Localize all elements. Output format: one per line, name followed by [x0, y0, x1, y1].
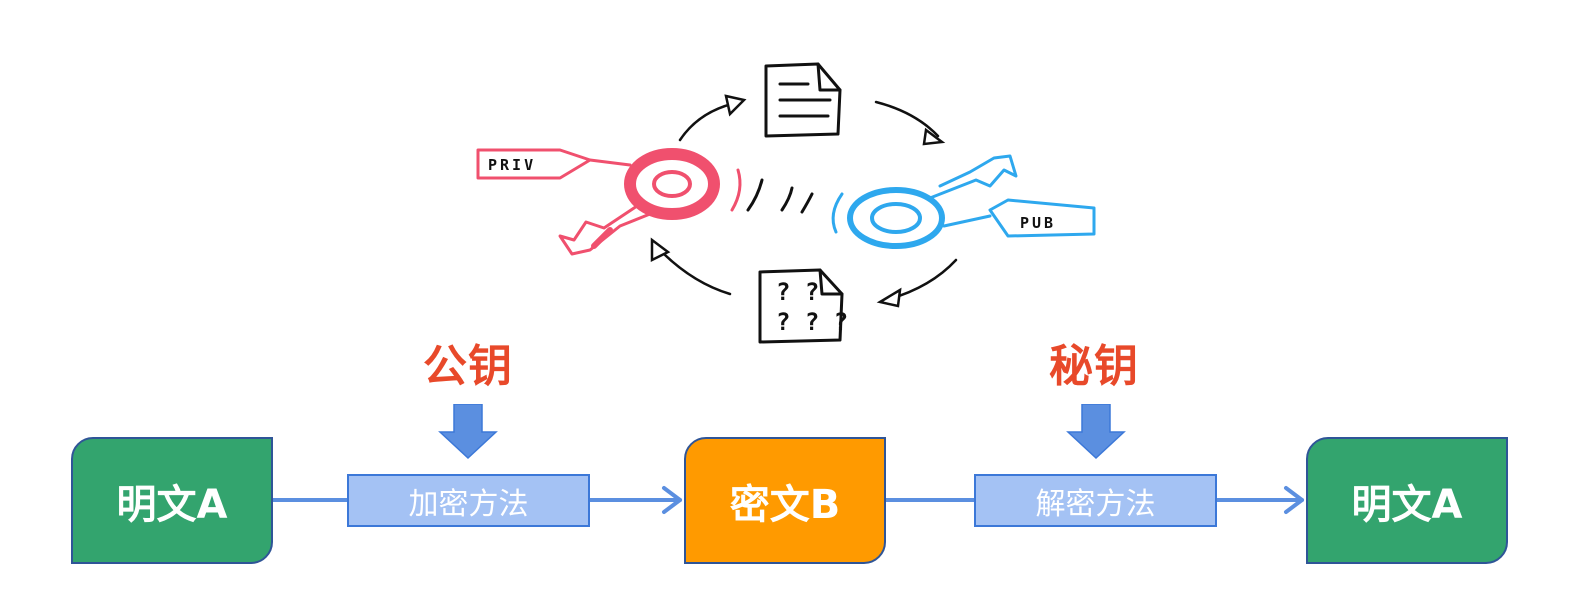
transmission-marks [746, 178, 814, 214]
key-cycle-illustration: ? ? ? ? ? PRIV PUB [476, 62, 1096, 344]
cipher-document-icon [758, 268, 844, 344]
ciphertext-label: 密文B [729, 481, 841, 528]
private-key-icon [476, 148, 742, 256]
cipher-marks-row2: ? ? ? [776, 308, 848, 336]
ciphertext-box: 密文B [684, 437, 886, 564]
public-key-icon [831, 154, 1096, 249]
document-icon [764, 62, 842, 138]
plaintext-right-box: 明文A [1306, 437, 1508, 564]
priv-tag: PRIV [488, 156, 536, 174]
encrypt-method-label: 加密方法 [408, 486, 529, 522]
cycle-arrow-icon [650, 94, 958, 308]
decrypt-method-label: 解密方法 [1035, 486, 1156, 522]
encrypt-method-box: 加密方法 [347, 474, 590, 527]
plaintext-left-label: 明文A [116, 481, 228, 528]
plaintext-left-box: 明文A [71, 437, 273, 564]
pub-tag: PUB [1020, 214, 1056, 232]
plaintext-right-label: 明文A [1351, 481, 1463, 528]
down-arrow-icon [438, 404, 498, 460]
down-arrow-icon [1066, 404, 1126, 460]
private-key-label: 秘钥 [1049, 341, 1139, 392]
cipher-marks: ? ? [776, 278, 819, 306]
decrypt-method-box: 解密方法 [974, 474, 1217, 527]
public-key-label: 公钥 [423, 341, 513, 392]
